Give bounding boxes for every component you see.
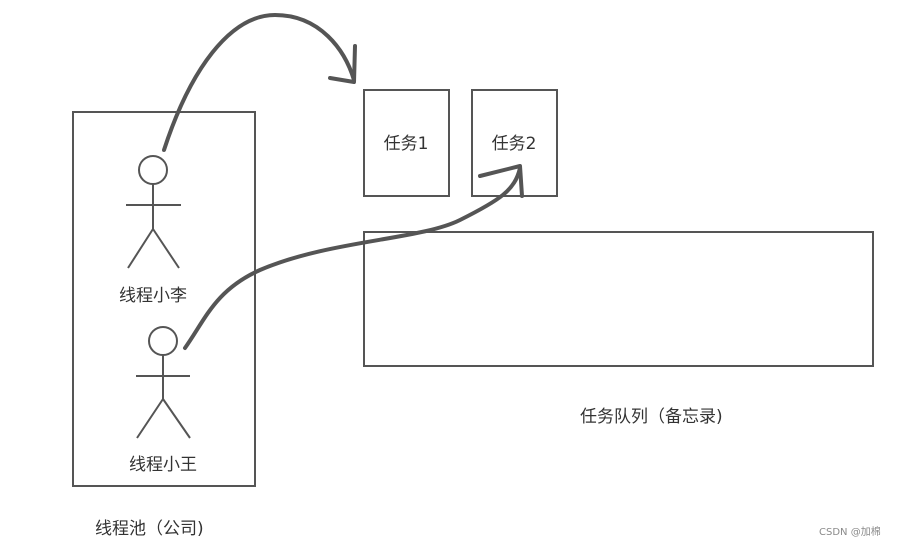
- task-label-1: 任务1: [384, 134, 429, 154]
- watermark: CSDN @加棉: [819, 525, 881, 538]
- thread-pool-box: [72, 111, 256, 487]
- worker-label-xiaowang: 线程小王: [129, 455, 197, 475]
- worker-figure-xiaowang: [136, 326, 191, 439]
- thread-pool-caption: 线程池（公司): [95, 519, 204, 539]
- arrow-worker1-to-task1: [162, 13, 357, 152]
- worker-figure-xiaoli: [126, 155, 181, 269]
- worker-label-xiaoli: 线程小李: [119, 286, 187, 306]
- task-label-2: 任务2: [492, 134, 537, 154]
- task-queue-box: [363, 231, 874, 367]
- task-queue-caption: 任务队列（备忘录): [580, 407, 723, 427]
- task-box-2: [471, 89, 558, 197]
- task-box-1: [363, 89, 450, 197]
- arrow-worker2-to-task2: [183, 164, 524, 350]
